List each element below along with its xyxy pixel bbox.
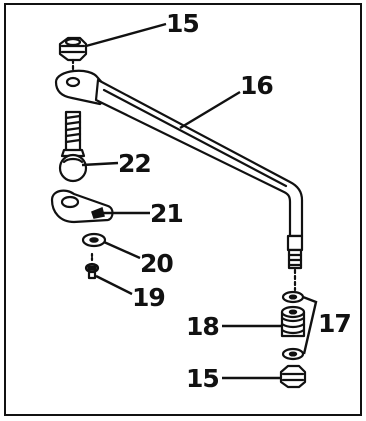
callout-21: 21 bbox=[150, 199, 183, 228]
callout-15-bottom: 15 bbox=[186, 364, 219, 393]
lower-washer-17 bbox=[281, 347, 305, 361]
screw-19 bbox=[84, 252, 100, 280]
callout-19: 19 bbox=[132, 283, 165, 312]
washer-20 bbox=[81, 232, 107, 248]
bottom-nut bbox=[279, 364, 307, 389]
callout-15-top: 15 bbox=[166, 9, 199, 38]
callout-16: 16 bbox=[240, 71, 273, 100]
callout-20: 20 bbox=[140, 249, 173, 278]
callout-17: 17 bbox=[318, 309, 351, 338]
ball-stud bbox=[58, 110, 88, 183]
mounting-bracket bbox=[50, 189, 114, 224]
leader-lines bbox=[81, 22, 318, 380]
rubber-bushing-18 bbox=[280, 305, 306, 338]
top-nut bbox=[58, 36, 88, 62]
callout-18: 18 bbox=[186, 312, 219, 341]
steering-rod bbox=[54, 69, 304, 270]
upper-washer-17 bbox=[281, 290, 305, 304]
callout-22: 22 bbox=[118, 149, 151, 178]
diagram-frame bbox=[4, 3, 362, 416]
